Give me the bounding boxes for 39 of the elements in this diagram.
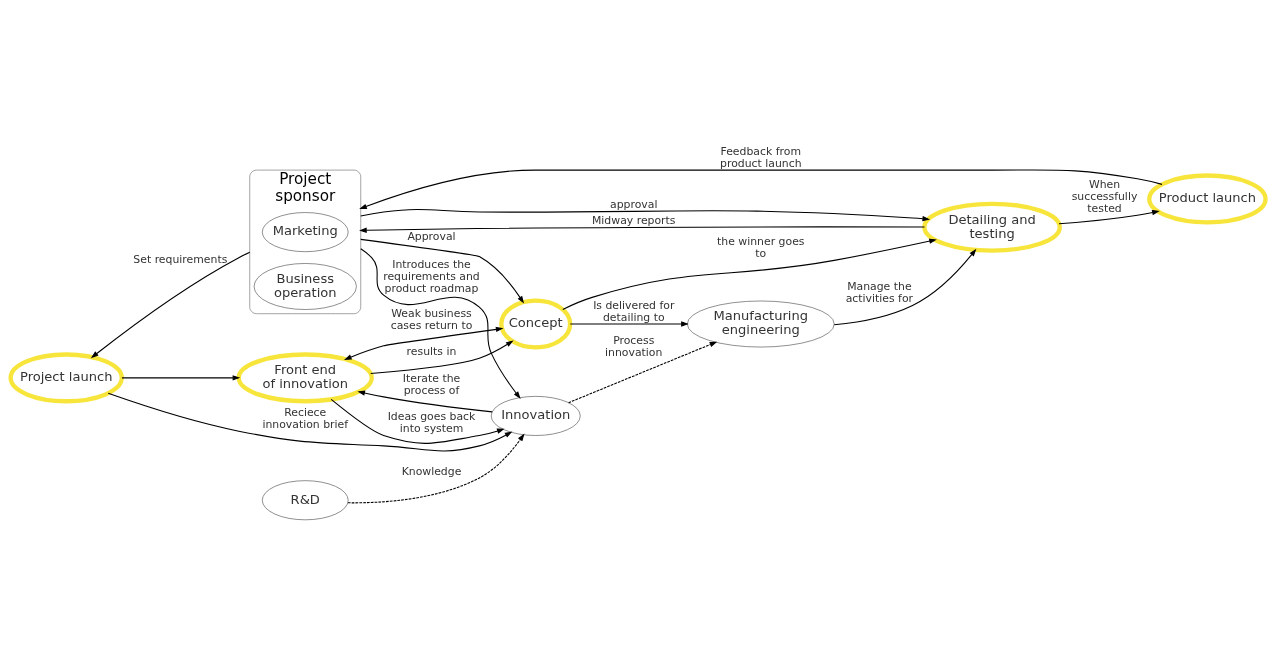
node-ellipse: Marketing [261,212,349,252]
edge-label: Ideas goes back into system [387,410,476,436]
edge-label: approval [610,198,658,212]
edge-label: Introduces the requirements and product roadmap [383,258,480,295]
node-ellipse: Business operation [253,263,357,310]
arrow [568,341,718,404]
arrow [1058,209,1160,225]
edge-label: Set requirements [133,253,228,267]
arrow [121,375,241,381]
edge-label: Manage the activities for [845,280,914,306]
arrow [569,321,689,327]
arrow [347,433,525,504]
edge-label: Approval [407,229,456,243]
node-ellipse: Product launch [1147,173,1268,225]
arrow [360,209,931,222]
arrow [833,248,977,326]
arrow [357,390,493,413]
edge-label: Is delivered for detailing to [593,298,675,324]
edge-label: Reciece innovation brief [262,405,349,431]
arrow [359,169,1163,210]
arrow [370,340,514,375]
edge-label: the winner goes to [717,235,805,261]
arrow [562,238,937,310]
edge-label: Knowledge [401,464,462,478]
arrow [330,398,505,444]
edge-label: results in [406,345,457,359]
arrow [360,238,525,304]
arrow [344,326,504,360]
node-ellipse: R&D [261,480,349,521]
edge-label: Feedback from product launch [720,144,802,170]
arrow [359,226,926,233]
edge-label: Process innovation [605,333,663,359]
edge-label: Iterate the process of [402,371,461,397]
edge-label: When successfully tested [1071,178,1138,215]
edge-label: Weak business cases return to [390,306,473,332]
arrow [90,251,251,359]
arrow [107,392,513,452]
arrow [360,248,521,399]
edge-label: Midway reports [591,214,676,228]
